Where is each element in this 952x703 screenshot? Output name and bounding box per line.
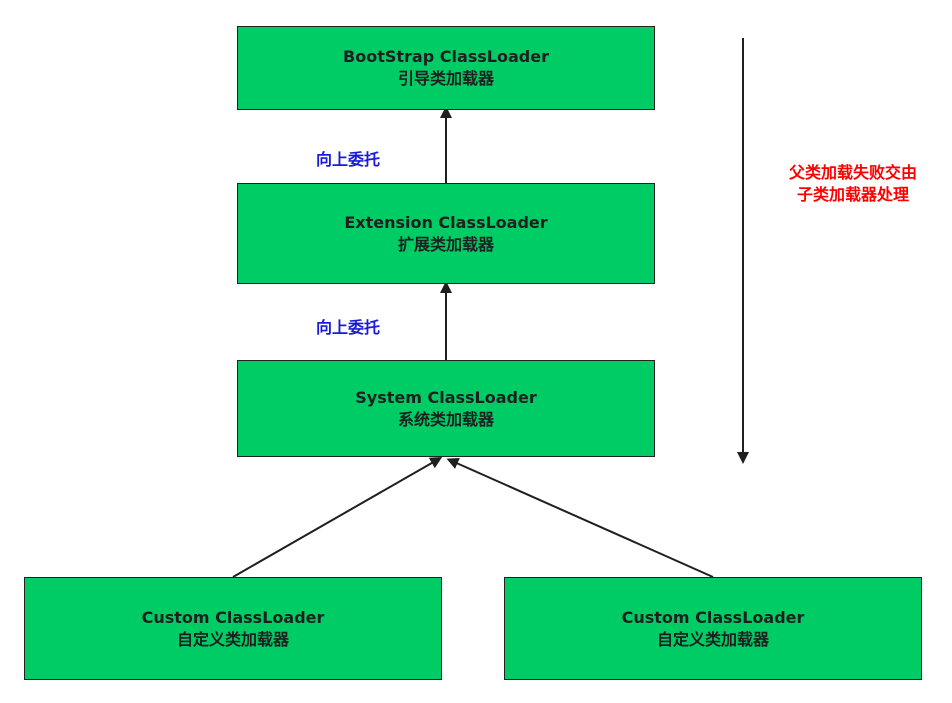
extension-subtitle: 扩展类加载器 <box>397 234 494 254</box>
custom-left-subtitle: 自定义类加载器 <box>176 629 289 649</box>
bootstrap-title: BootStrap ClassLoader <box>343 47 549 66</box>
bootstrap-subtitle: 引导类加载器 <box>397 69 494 88</box>
delegate-lower-label: 向上委托 <box>316 318 381 337</box>
extension-title: Extension ClassLoader <box>344 212 548 232</box>
custom-classloader-right-node: Custom ClassLoader 自定义类加载器 <box>504 577 922 680</box>
custom-classloader-left-node: Custom ClassLoader 自定义类加载器 <box>24 577 442 680</box>
delegate-upper-label: 向上委托 <box>316 150 381 169</box>
side-note-line2: 子类加载器处理 <box>796 185 909 204</box>
system-classloader-node: System ClassLoader 系统类加载器 <box>237 360 655 457</box>
system-subtitle: 系统类加载器 <box>397 409 494 429</box>
arrow-custom-left-to-system <box>232 457 443 578</box>
custom-right-title: Custom ClassLoader <box>621 607 805 627</box>
extension-classloader-node: Extension ClassLoader 扩展类加载器 <box>237 183 655 284</box>
side-note: 父类加载失败交由 子类加载器处理 <box>768 162 938 206</box>
system-title: System ClassLoader <box>355 387 537 407</box>
custom-left-title: Custom ClassLoader <box>141 607 325 627</box>
arrow-custom-right-to-system <box>446 457 714 578</box>
bootstrap-classloader-node: BootStrap ClassLoader 引导类加载器 <box>237 26 655 110</box>
side-note-line1: 父类加载失败交由 <box>788 163 917 182</box>
custom-right-subtitle: 自定义类加载器 <box>656 629 769 649</box>
